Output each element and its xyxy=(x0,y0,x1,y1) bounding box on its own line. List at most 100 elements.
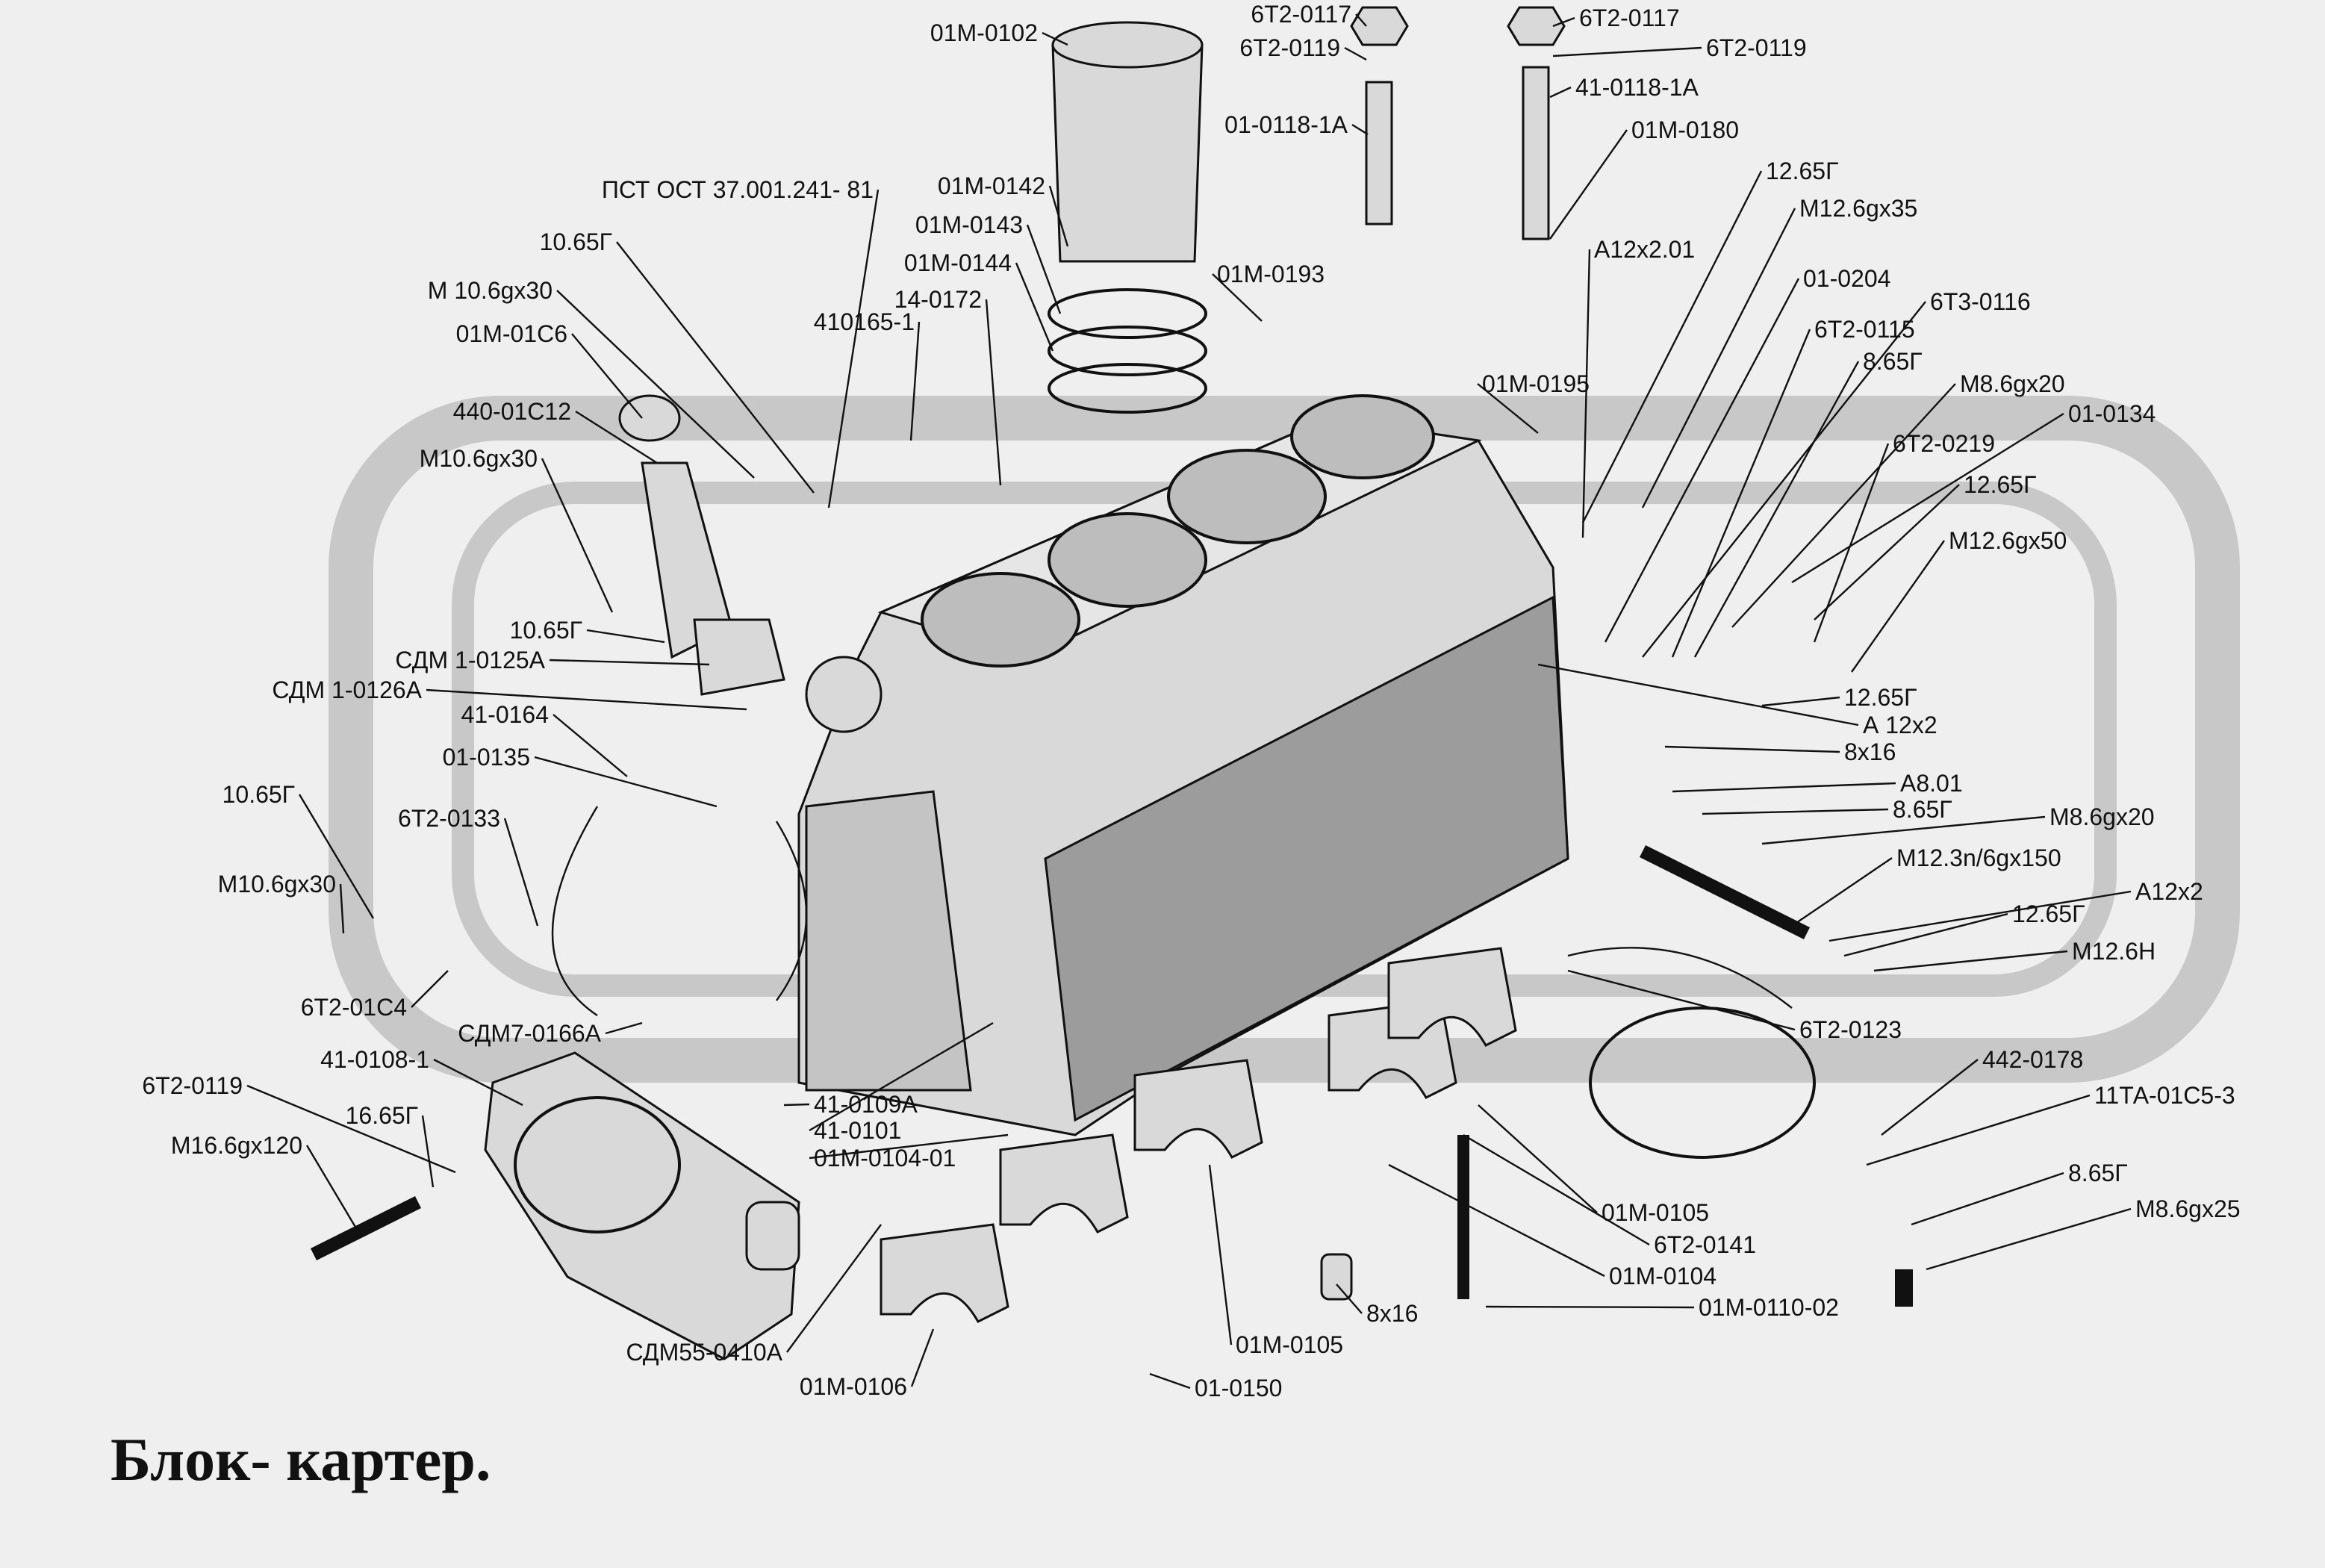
leader-10.65G-a xyxy=(616,241,815,494)
callout-6T2-0123: 6Т2-0123 xyxy=(1799,1016,1902,1043)
leader-01-0150 xyxy=(1149,1372,1191,1390)
leader-M12.3n6gx150 xyxy=(1791,857,1893,927)
leader-6T2-01C4 xyxy=(411,970,449,1008)
callout-6T2-0219: 6Т2-0219 xyxy=(1893,430,1995,457)
leader-6T2-0119-c xyxy=(246,1084,456,1174)
leader-6T2-0117-a xyxy=(1355,13,1367,27)
leader-lines xyxy=(246,13,2132,1390)
leader-442-0178 xyxy=(1881,1059,1979,1136)
callout-442-0178: 442-0178 xyxy=(1982,1046,2083,1073)
leader-A12x2-a xyxy=(1537,663,1859,727)
callout-14-0172: 14-0172 xyxy=(894,286,982,313)
callout-41-0109A: 41-0109А xyxy=(814,1091,918,1118)
callout-SDM7-0166A: СДМ7-0166А xyxy=(458,1020,601,1047)
leader-8.65G-b xyxy=(1702,808,1889,815)
leader-01-0118-1A xyxy=(1351,123,1369,136)
leader-8.65G-c xyxy=(1911,1172,2064,1226)
callout-01M-0143: 01М-0143 xyxy=(915,211,1023,238)
leader-01M-0104-01 xyxy=(809,1133,1009,1160)
leader-01M-01C6 xyxy=(571,333,643,419)
leader-A8.01 xyxy=(1672,782,1896,793)
callout-41-0164: 41-0164 xyxy=(461,701,549,728)
leader-41-0118-1A xyxy=(1549,86,1572,99)
callout-M12.6H: М12.6Н xyxy=(2072,938,2156,965)
callout-A12x2.01: А12х2.01 xyxy=(1594,236,1695,263)
leader-M8.6gx20-b xyxy=(1761,815,2046,845)
leader-01M-0142 xyxy=(1048,185,1069,247)
callout-M10.6gx30-a: М 10.6gх30 xyxy=(428,277,553,304)
cylinder-bore-3 xyxy=(1167,449,1327,544)
leader-01M-0195 xyxy=(1477,383,1539,434)
leader-01M-0102 xyxy=(1042,31,1068,46)
leader-6T2-0141 xyxy=(1463,1133,1650,1246)
callout-01-0150: 01-0150 xyxy=(1195,1375,1282,1401)
callout-16.65G: 16.65Г xyxy=(346,1102,418,1129)
callout-01-0134: 01-0134 xyxy=(2068,400,2156,427)
leader-M10.6gx30-b xyxy=(541,458,614,613)
callout-M12.6gx35: М12.6gх35 xyxy=(1799,195,1917,222)
leader-6T2-0119-b xyxy=(1552,46,1702,57)
leader-6T2-0219 xyxy=(1813,443,1890,643)
callout-10.65G-b: 10.65Г xyxy=(510,617,582,644)
callout-SDM-0125A: СДМ 1-0125А xyxy=(395,647,545,673)
leader-10.65G-c xyxy=(298,794,375,919)
leader-14-0172 xyxy=(985,299,1002,486)
leader-41-0101 xyxy=(809,1021,994,1132)
leader-12.65G-d xyxy=(1843,912,2008,957)
leader-01-0204 xyxy=(1604,278,1800,643)
callout-A8.01: А8.01 xyxy=(1900,770,1963,797)
callout-M8.6gx20-b: М8.6gх20 xyxy=(2049,803,2155,830)
leader-6T3-0116 xyxy=(1642,301,1926,658)
cylinder-bore-4 xyxy=(1290,394,1435,479)
leader-440-01C12 xyxy=(575,410,658,464)
elbow-pipe xyxy=(618,394,785,696)
leader-PST xyxy=(827,189,880,508)
leader-12.65G-a xyxy=(1581,170,1763,523)
callout-01M-01C6: 01М-01С6 xyxy=(456,320,567,347)
callout-11TA-01C5-3: 11ТА-01С5-3 xyxy=(2094,1082,2235,1109)
callout-440-01C12: 440-01С12 xyxy=(453,398,571,425)
callout-SDM55-0410A: СДМ55-0410А xyxy=(626,1339,782,1366)
callout-M12.3n6gx150: М12.3n/6gх150 xyxy=(1896,844,2061,871)
callout-01M-0180: 01М-0180 xyxy=(1631,116,1739,143)
leader-12.65G-c xyxy=(1761,696,1840,707)
callout-M10.6gx30-b: М10.6gх30 xyxy=(420,445,538,472)
callout-8.65G-a: 8.65Г xyxy=(1863,348,1923,375)
callout-8.65G-b: 8.65Г xyxy=(1893,796,1952,823)
callout-6T2-0141: 6Т2-0141 xyxy=(1654,1231,1756,1258)
leader-41-0109A xyxy=(783,1103,810,1107)
leader-01M-0104 xyxy=(1388,1163,1605,1278)
callout-01M-0106: 01М-0106 xyxy=(800,1373,907,1400)
grouping-lines xyxy=(551,806,1793,1016)
callout-6T2-01C4: 6Т2-01С4 xyxy=(301,994,407,1021)
callout-6T2-0115: 6Т2-0115 xyxy=(1814,316,1915,343)
callout-01M-0102: 01М-0102 xyxy=(930,19,1038,46)
callout-M8.6gx20-a: М8.6gх20 xyxy=(1960,370,2065,397)
leader-01M-0143 xyxy=(1026,224,1062,314)
leader-SDM-0126A xyxy=(426,688,747,711)
leader-M8.6gx25 xyxy=(1926,1207,2132,1271)
callout-A12x2-a: А 12х2 xyxy=(1863,712,1938,738)
leader-M16.6gx120 xyxy=(305,1145,360,1233)
callout-41-0108-1: 41-0108-1 xyxy=(320,1046,429,1073)
bearing-caps xyxy=(880,947,1517,1323)
leader-M10.6gx30-c xyxy=(339,883,345,934)
callout-M8.6gx25: М8.6gх25 xyxy=(2135,1195,2241,1222)
callout-01M-0195: 01М-0195 xyxy=(1482,370,1590,397)
callout-01M-0104: 01М-0104 xyxy=(1609,1263,1716,1289)
callout-10.65G-a: 10.65Г xyxy=(540,228,612,255)
callout-M10.6gx30-c: М10.6gх30 xyxy=(218,871,336,897)
callout-6T2-0117-b: 6Т2-0117 xyxy=(1579,4,1680,31)
leader-SDM7-0166A xyxy=(605,1021,643,1035)
callout-01M-0105-a: 01М-0105 xyxy=(1236,1331,1343,1358)
cylinder-block xyxy=(797,394,1569,1136)
leader-8.65G-a xyxy=(1693,361,1860,658)
callout-8x16-a: 8х16 xyxy=(1366,1300,1418,1327)
leader-6T2-0115 xyxy=(1671,329,1811,658)
callout-01-0135: 01-0135 xyxy=(443,744,530,771)
leader-01M-0180 xyxy=(1549,129,1628,240)
leader-8x16-b xyxy=(1664,745,1840,753)
callout-01-0204: 01-0204 xyxy=(1803,265,1890,292)
callout-A12x2-b: А12х2 xyxy=(2135,878,2203,905)
